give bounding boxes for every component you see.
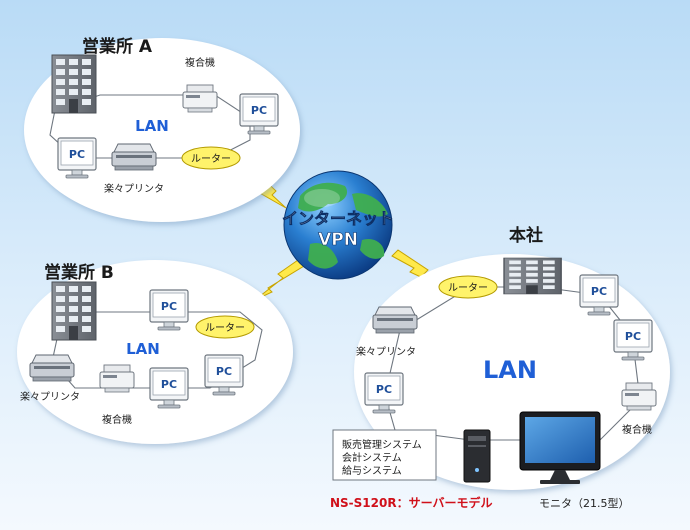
pc-label: PC	[216, 365, 232, 378]
office-a-router-label: ルーター	[191, 153, 231, 165]
server-tower-icon	[463, 429, 491, 483]
office-b-title: 営業所 B	[44, 262, 114, 283]
office-b-router-label: ルーター	[205, 322, 245, 334]
systems-box	[332, 429, 437, 481]
office-a-printer-label: 楽々プリンタ	[104, 182, 164, 195]
mfp-icon	[99, 364, 135, 393]
pc-label: PC	[161, 300, 177, 313]
system-item: 給与システム	[342, 464, 402, 477]
head-office-title: 本社	[509, 225, 543, 246]
office-a-mfp-label: 複合機	[185, 56, 215, 69]
server-model-label: NS-S120R：サーバーモデル	[330, 495, 492, 510]
head-office-router-label: ルーター	[448, 282, 488, 294]
office-b-printer-label: 楽々プリンタ	[20, 390, 80, 403]
office-a-lan-label: LAN	[135, 117, 169, 135]
pc-label: PC	[625, 330, 641, 343]
printer-icon	[111, 143, 157, 171]
building-icon	[51, 281, 97, 341]
system-item: 販売管理システム	[342, 438, 422, 451]
office-b-router	[195, 315, 255, 339]
building-icon	[503, 257, 562, 295]
head-office-router	[438, 275, 498, 299]
office-b-mfp-label: 複合機	[102, 413, 132, 426]
pc-label: PC	[376, 383, 392, 396]
printer-icon	[372, 306, 418, 334]
office-a-router	[181, 146, 241, 170]
office-a-title: 営業所 A	[82, 36, 153, 57]
printer-icon	[29, 354, 75, 382]
monitor-icon	[519, 411, 601, 484]
pc-label: PC	[161, 378, 177, 391]
internet-globe-icon	[283, 170, 393, 280]
head-office-mfp-label: 複合機	[622, 423, 652, 436]
system-item: 会計システム	[342, 451, 402, 464]
head-office-printer-label: 楽々プリンタ	[356, 345, 416, 358]
pc-label: PC	[251, 104, 267, 117]
office-b-lan-label: LAN	[126, 340, 160, 358]
monitor-label: モニタ（21.5型）	[539, 496, 630, 510]
internet-label: インターネット	[282, 209, 394, 228]
building-icon	[51, 54, 97, 114]
head-office-group: 販売管理システム 会計システム 給与システム 本社 LAN ルーター PC PC…	[332, 225, 670, 490]
mfp-icon	[182, 84, 218, 113]
mfp-icon	[621, 382, 657, 411]
office-b-group: 営業所 B LAN PC PC PC ルーター 楽々プリンタ 複合機	[17, 260, 293, 444]
pc-label: PC	[591, 285, 607, 298]
head-office-lan-label: LAN	[483, 356, 537, 384]
vpn-label: VPN	[318, 230, 358, 250]
office-a-group: 営業所 A 複合機 LAN PC PC ルーター 楽々プリンタ	[24, 36, 300, 222]
pc-label: PC	[69, 148, 85, 161]
